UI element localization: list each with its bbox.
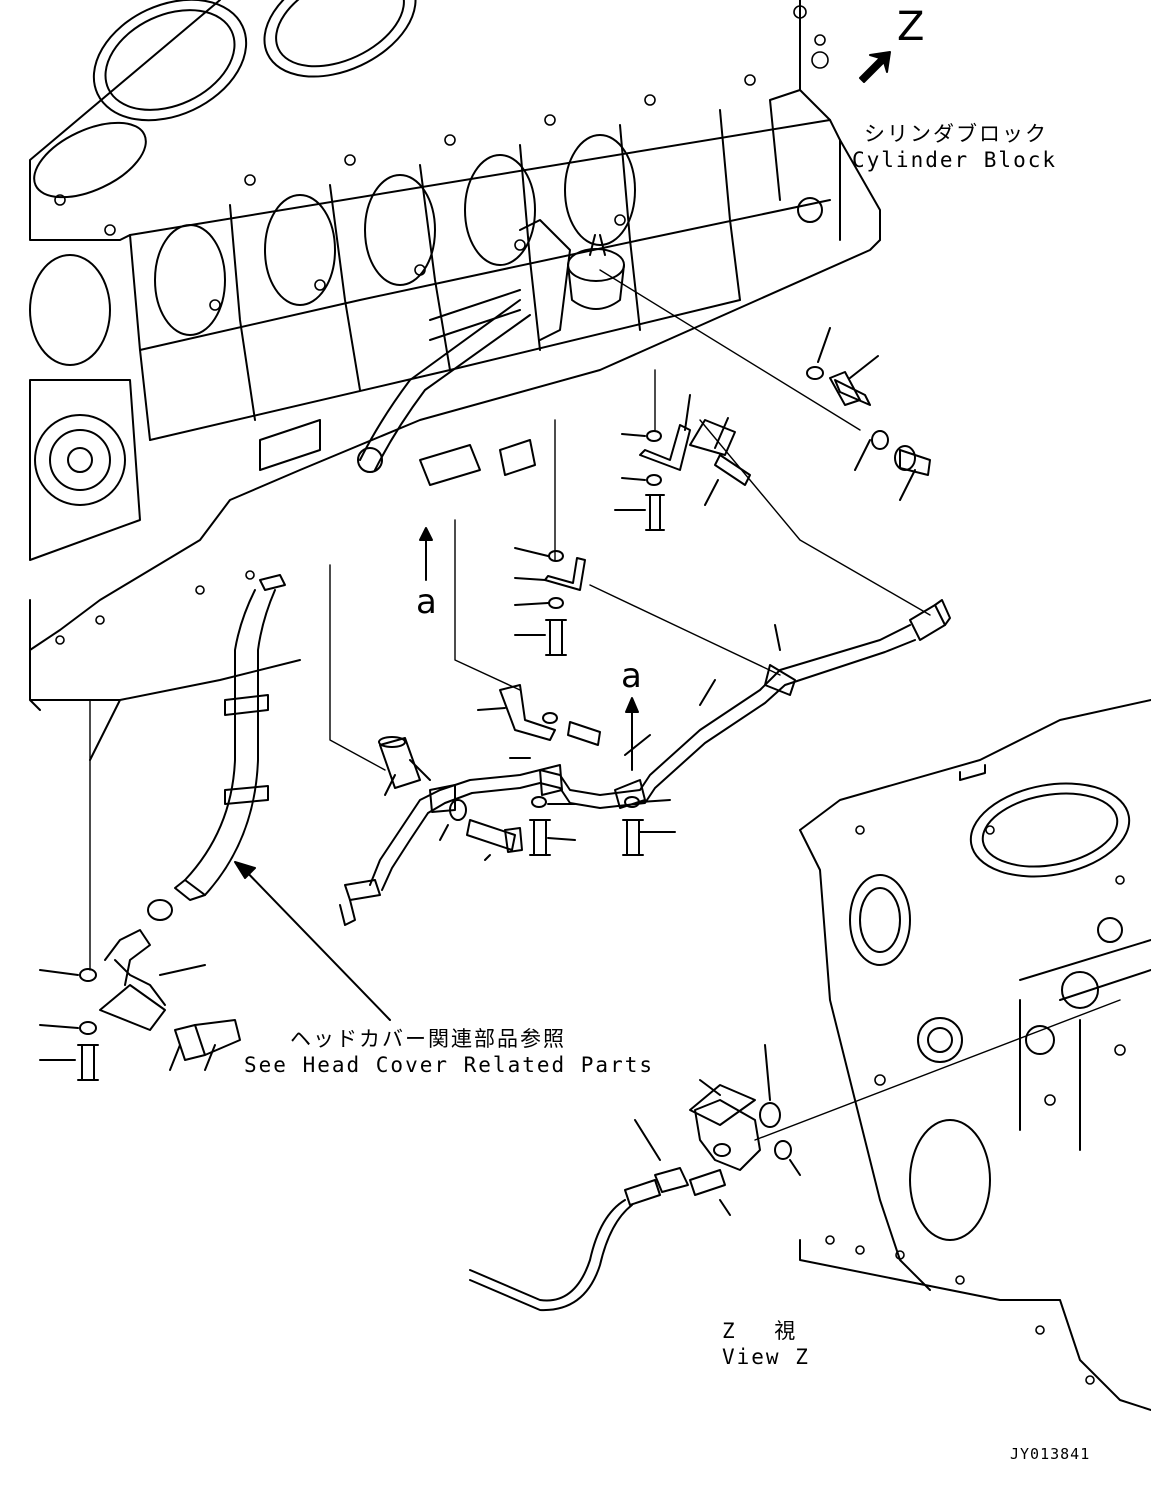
clamp-brackets [514,394,751,656]
harness-bracket [477,684,601,746]
switch-parts [806,327,931,501]
head-cover-label-jp: ヘッドカバー関連部品参照 [290,1027,566,1051]
cylinder-block-label-en: Cylinder Block [852,148,1058,172]
head-cover-label-en: See Head Cover Related Parts [244,1053,655,1077]
view-letter-label: Z [897,4,925,50]
oil-filter-assembly [259,219,625,486]
breather-hose [147,574,391,1021]
elbow-bracket-parts [39,929,241,1081]
marker-a-label-2: a [621,656,642,696]
view-z-illustration [799,699,1151,1411]
cylinder-block-label-jp: シリンダブロック [864,122,1048,146]
view-z-sensor-parts [469,1044,801,1312]
view-z-label-jp: Z 視 [722,1319,798,1343]
leader-lines [89,269,1121,1141]
view-z-label-en: View Z [722,1345,810,1369]
wiring-harness [339,599,951,926]
arrow-markers [419,51,891,771]
drawing-number: JY013841 [1010,1445,1091,1463]
marker-a-label-1: a [416,582,437,622]
cylinder-block-illustration [29,0,881,761]
